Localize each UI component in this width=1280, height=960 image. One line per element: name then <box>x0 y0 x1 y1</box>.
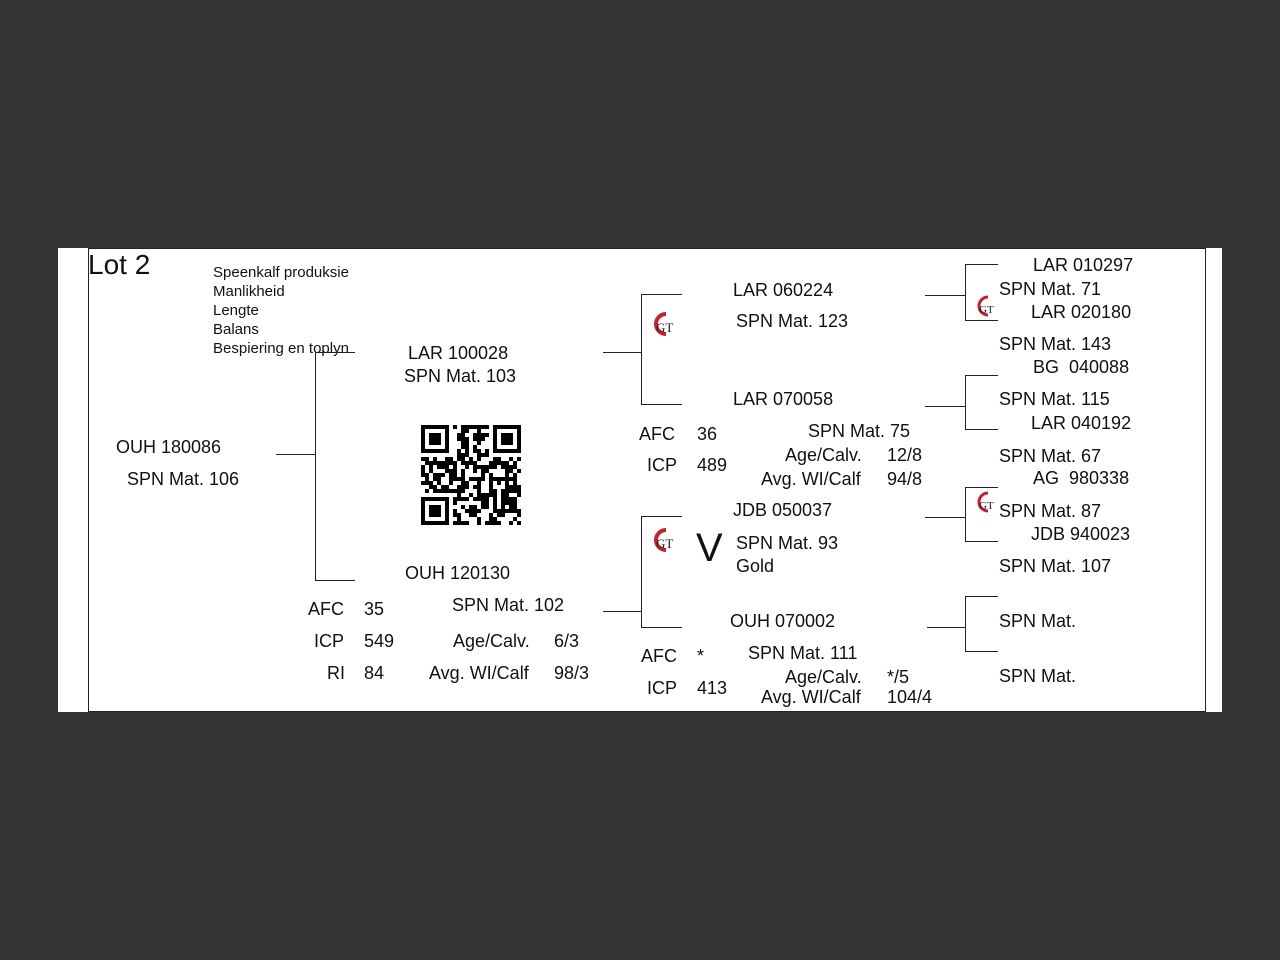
dam-dam-icp: 413 <box>697 678 728 698</box>
animal-mat: SPN Mat. 106 <box>127 469 240 489</box>
trait: Manlikheid <box>213 283 285 300</box>
trait: Lengte <box>213 302 259 319</box>
gen3-id: JDB 940023 <box>1031 524 1131 544</box>
sire-dam-wi: 94/8 <box>887 469 923 489</box>
trait: Speenkalf produksie <box>213 264 349 281</box>
lot-title: Lot 2 <box>88 249 151 280</box>
gen3-id: AG 980338 <box>1033 468 1130 488</box>
dam-wi-label: Avg. WI/Calf <box>429 663 529 683</box>
sire-dam-icp-label: ICP <box>647 455 678 475</box>
svg-text:GT: GT <box>979 304 994 316</box>
sire-dam-age-label: Age/Calv. <box>785 445 862 465</box>
dam-ri: 84 <box>364 663 385 683</box>
sire-id: LAR 100028 <box>408 343 509 363</box>
sire-dam-mat: SPN Mat. 75 <box>808 421 911 441</box>
dam-icp-label: ICP <box>314 631 345 651</box>
gt-logo-icon: GT <box>654 528 673 552</box>
gen3-id: BG 040088 <box>1033 357 1130 377</box>
dam-dam-icp-label: ICP <box>647 678 678 698</box>
animal-id: OUH 180086 <box>116 437 222 457</box>
dam-sire-id: JDB 050037 <box>733 500 833 520</box>
svg-text:GT: GT <box>656 536 673 551</box>
dam-dam-id: OUH 070002 <box>730 611 836 631</box>
gen3-mat: SPN Mat. 107 <box>999 556 1112 576</box>
gen3-id: LAR 040192 <box>1031 413 1132 433</box>
dam-dam-age: */5 <box>887 667 910 687</box>
dam-dam-mat: SPN Mat. 111 <box>748 643 858 663</box>
dam-dam-afc-label: AFC <box>641 646 677 666</box>
gen3-id: LAR 010297 <box>1033 255 1134 275</box>
dam-sire-mark: V <box>696 526 723 570</box>
gt-logo-icon: GT <box>654 312 673 336</box>
sire-dam-icp: 489 <box>697 455 728 475</box>
trait: Balans <box>213 321 259 338</box>
sire-sire-mat: SPN Mat. 123 <box>736 311 849 331</box>
sire-sire-id: LAR 060224 <box>733 280 834 300</box>
dam-mat: SPN Mat. 102 <box>452 595 565 615</box>
pedigree-frame <box>88 248 1206 712</box>
gen3-mat: SPN Mat. 71 <box>999 279 1102 299</box>
pedigree-sheet <box>58 248 1222 712</box>
dam-afc: 35 <box>364 599 385 619</box>
dam-icp: 549 <box>364 631 395 651</box>
dam-dam-wi: 104/4 <box>887 687 933 707</box>
sire-dam-age: 12/8 <box>887 445 923 465</box>
dam-sire-grade: Gold <box>736 556 775 576</box>
sire-mat: SPN Mat. 103 <box>404 366 517 386</box>
gen3-mat: SPN Mat. 87 <box>999 501 1102 521</box>
gen3-mat: SPN Mat. 143 <box>999 334 1112 354</box>
sire-dam-wi-label: Avg. WI/Calf <box>761 469 861 489</box>
dam-afc-label: AFC <box>308 599 344 619</box>
dam-age-label: Age/Calv. <box>453 631 530 651</box>
dam-dam-afc: * <box>697 646 705 666</box>
qr-code <box>421 425 521 525</box>
svg-text:GT: GT <box>979 500 994 512</box>
dam-wi: 98/3 <box>554 663 590 683</box>
gt-logo-icon: GT <box>977 295 994 317</box>
sire-dam-afc-label: AFC <box>639 424 675 444</box>
sire-dam-afc: 36 <box>697 424 718 444</box>
gt-logo-icon: GT <box>977 491 994 513</box>
gen3-mat: SPN Mat. <box>999 666 1077 686</box>
trait: Bespiering en toplyn <box>213 340 349 357</box>
dam-dam-wi-label: Avg. WI/Calf <box>761 687 861 707</box>
sire-dam-id: LAR 070058 <box>733 389 834 409</box>
gen3-id: LAR 020180 <box>1031 302 1132 322</box>
gen3-mat: SPN Mat. 67 <box>999 446 1102 466</box>
svg-text:GT: GT <box>656 320 673 335</box>
dam-age: 6/3 <box>554 631 580 651</box>
dam-id: OUH 120130 <box>405 563 511 583</box>
dam-ri-label: RI <box>327 663 345 683</box>
dam-dam-age-label: Age/Calv. <box>785 667 862 687</box>
dam-sire-mat: SPN Mat. 93 <box>736 533 839 553</box>
gen3-mat: SPN Mat. 115 <box>999 389 1110 409</box>
gen3-mat: SPN Mat. <box>999 611 1077 631</box>
